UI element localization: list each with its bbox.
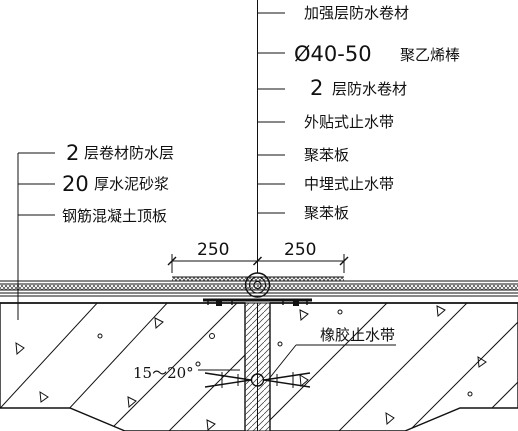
dimension-line: 250 250 bbox=[167, 240, 349, 273]
concrete-slab-right bbox=[269, 302, 518, 431]
label-rubber-waterstop: 橡胶止水带 bbox=[320, 326, 395, 344]
leader-lines bbox=[17, 0, 396, 381]
dimension-right-text: 250 bbox=[284, 240, 316, 260]
label-eps-board-1: 聚苯板 bbox=[304, 146, 349, 164]
labels-right: 加强层防水卷材 Ø40-50 聚乙烯棒 2 层防水卷材 外贴式止水带 聚苯板 中… bbox=[294, 4, 460, 222]
label-embedded-waterstop: 中埋式止水带 bbox=[304, 175, 394, 193]
label-cement-mortar: 厚水泥砂浆 bbox=[94, 175, 169, 193]
label-mortar-thickness: 20 bbox=[62, 172, 89, 196]
labels-left: 2 层卷材防水层 20 厚水泥砂浆 钢筋混凝土顶板 bbox=[62, 141, 174, 225]
label-rod-diameter: Ø40-50 bbox=[294, 42, 372, 66]
dimension-left-text: 250 bbox=[197, 240, 229, 260]
label-layer-count: 2 bbox=[310, 76, 323, 100]
label-left-layer-count: 2 bbox=[66, 141, 79, 165]
label-pe-rod: 聚乙烯棒 bbox=[400, 46, 460, 64]
label-membrane-layers: 层防水卷材 bbox=[332, 80, 407, 98]
label-rc-roof-slab: 钢筋混凝土顶板 bbox=[62, 207, 167, 225]
label-external-waterstop: 外贴式止水带 bbox=[304, 113, 394, 131]
label-membrane-waterproof: 层卷材防水层 bbox=[84, 144, 174, 162]
label-reinforcement-membrane: 加强层防水卷材 bbox=[304, 4, 409, 22]
label-eps-board-2: 聚苯板 bbox=[304, 204, 349, 222]
expansion-joint bbox=[203, 272, 312, 431]
label-angle-note: 15～20° bbox=[133, 364, 194, 382]
embedded-waterstop bbox=[204, 372, 311, 388]
